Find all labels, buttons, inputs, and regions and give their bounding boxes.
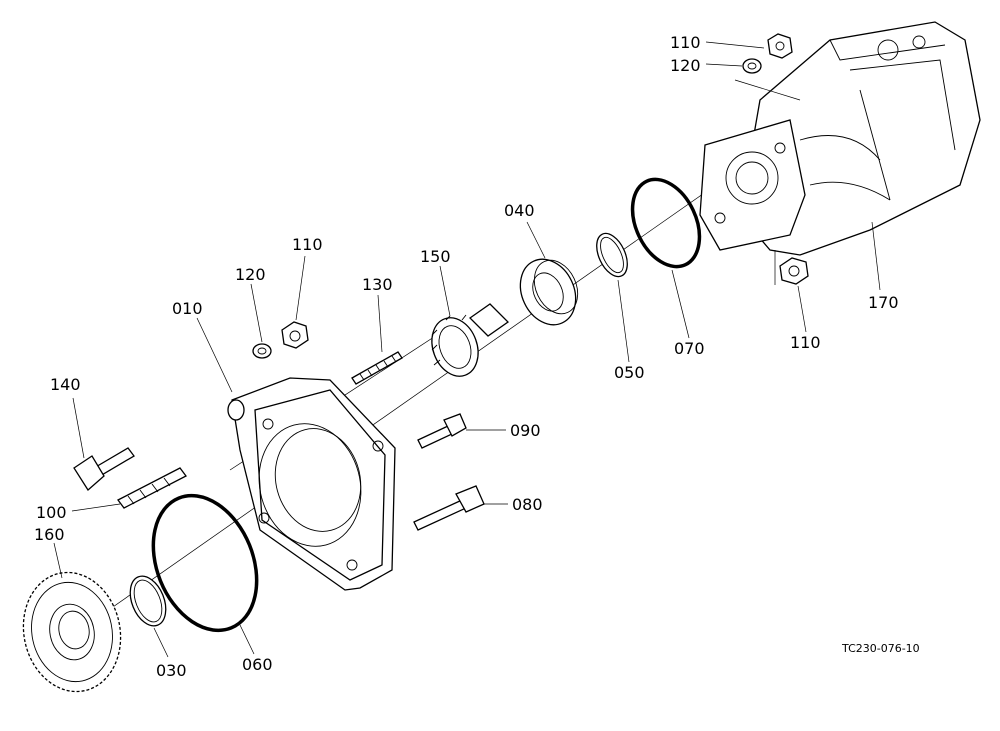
callout-030: 030 [156,661,187,680]
leader-lines [53,41,881,658]
callout-130: 130 [362,275,393,294]
snap-ring-030 [129,575,167,627]
callout-100: 100 [36,503,67,522]
gear-shaft-150 [431,303,510,377]
nut-110-top [767,33,793,59]
o-ring-070 [630,177,702,269]
flange-housing-010 [227,377,396,591]
nut-110-lower [779,257,809,285]
callout-140: 140 [50,375,81,394]
callout-090: 090 [510,421,541,440]
stud-130 [351,351,403,385]
callout-110-mid: 110 [292,235,323,254]
snap-ring-050 [596,232,628,278]
callout-110-bot: 110 [790,333,821,352]
callout-110-top: 110 [670,33,701,52]
callout-170: 170 [868,293,899,312]
callout-060: 060 [242,655,273,674]
callout-labels: 110 120 040 150 110 120 130 010 050 070 … [34,33,899,680]
drawing-code: TC230-076-10 [841,642,920,655]
assembly-axis [79,139,781,631]
stud-100 [117,467,187,509]
leader-washer-to-body [734,79,801,101]
bolt-080 [413,485,485,531]
callout-120-top: 120 [670,56,701,75]
nut-110-mid [281,321,309,349]
callout-050: 050 [614,363,645,382]
pump-body-170 [699,21,981,256]
o-ring-060 [151,493,259,633]
bolt-090 [417,413,467,449]
bolt-140 [73,447,135,491]
washer-120-mid [252,343,272,359]
callout-010: 010 [172,299,203,318]
callout-120-mid: 120 [235,265,266,284]
callout-150: 150 [420,247,451,266]
bearing-040 [519,258,579,326]
callout-070: 070 [674,339,705,358]
callout-160: 160 [34,525,65,544]
callout-080: 080 [512,495,543,514]
washer-120-top [742,58,762,74]
drive-gear-160 [22,571,122,693]
callout-040: 040 [504,201,535,220]
